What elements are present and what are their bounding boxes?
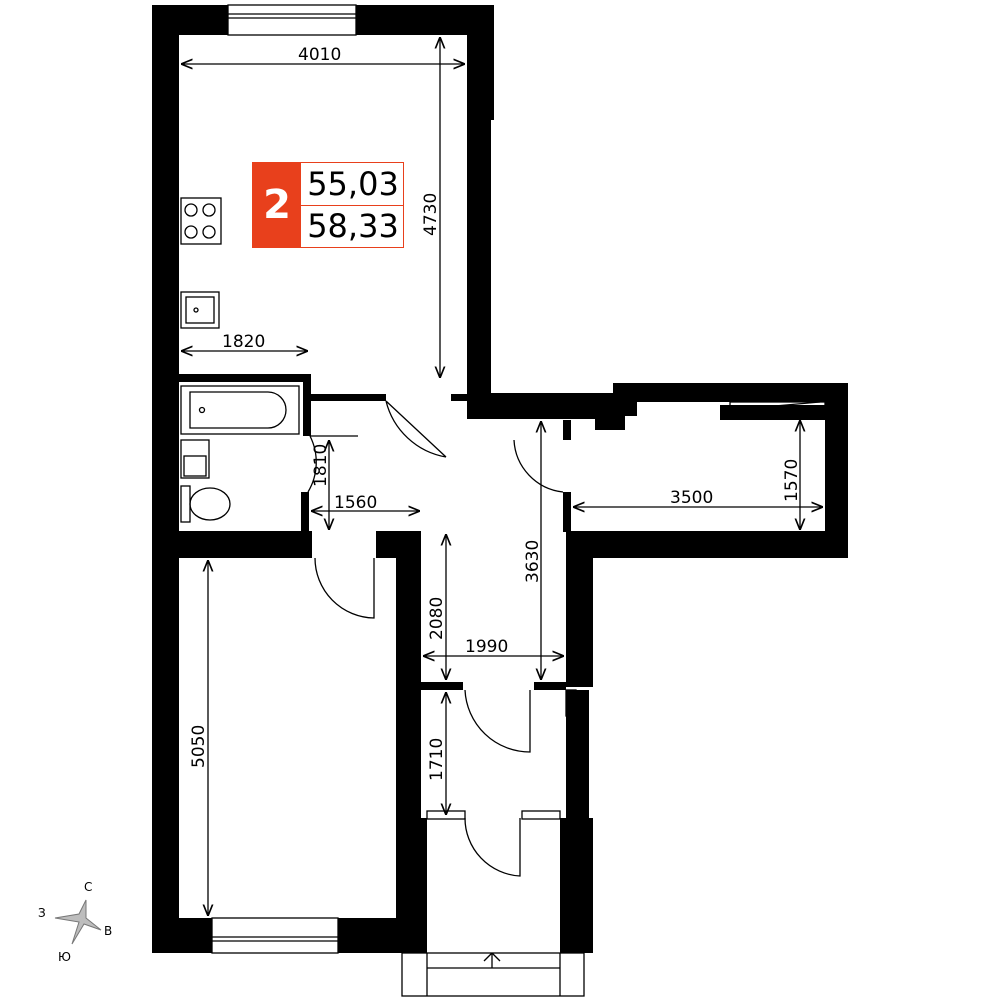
compass-star-icon bbox=[54, 899, 102, 945]
compass-east: В bbox=[104, 924, 112, 938]
dimensions: 4010 4730 1820 1810 1560 3500 1570 3630 … bbox=[181, 37, 823, 916]
window-top bbox=[227, 4, 357, 36]
door-bathroom bbox=[307, 435, 317, 493]
total-area: 58,33 bbox=[307, 207, 399, 245]
wall-entry-right bbox=[560, 818, 593, 953]
door-hall bbox=[464, 689, 531, 753]
wall-bath-bottom bbox=[152, 531, 312, 558]
dim-4010: 4010 bbox=[298, 45, 341, 65]
dim-3500: 3500 bbox=[670, 488, 713, 508]
dim-1560: 1560 bbox=[334, 493, 377, 513]
bath-sink bbox=[180, 439, 210, 479]
wall-bottom-right bbox=[338, 918, 398, 953]
wall-entry-left bbox=[396, 818, 427, 953]
stove bbox=[180, 197, 222, 245]
living-area: 55,03 bbox=[307, 165, 399, 203]
compass-south: Ю bbox=[58, 950, 71, 964]
wall-right-room-left bbox=[563, 492, 571, 532]
dim-2080: 2080 bbox=[427, 597, 447, 640]
fixtures bbox=[180, 197, 300, 523]
dim-1570: 1570 bbox=[782, 459, 802, 502]
wall-corridor-right bbox=[566, 531, 593, 687]
wall-step-right bbox=[613, 383, 830, 402]
compass-north: С bbox=[84, 880, 92, 894]
dim-1710: 1710 bbox=[427, 738, 447, 781]
wall-bath-right bbox=[303, 374, 311, 436]
window-right bbox=[729, 401, 826, 411]
doors bbox=[307, 400, 564, 877]
dim-3630: 3630 bbox=[523, 540, 543, 583]
wall-door-stub1 bbox=[421, 682, 463, 690]
wall-right-mid bbox=[467, 120, 491, 395]
wall-divider-top bbox=[376, 531, 421, 558]
wall-partition-corridor bbox=[451, 394, 467, 401]
badge-divider bbox=[301, 205, 403, 206]
wall-divider bbox=[396, 531, 421, 821]
dim-5050: 5050 bbox=[189, 725, 209, 768]
wall-bath-top bbox=[179, 374, 310, 382]
area-badge: 2 55,03 58,33 bbox=[252, 162, 404, 248]
wall-right-room-bottom bbox=[566, 531, 848, 558]
balcony bbox=[401, 952, 585, 997]
windows bbox=[160, 4, 826, 997]
compass-west: З bbox=[38, 906, 46, 920]
wall-left-outer bbox=[152, 5, 179, 953]
door-bedroom bbox=[314, 557, 375, 619]
wall-top-left bbox=[152, 5, 228, 35]
door-corridor-right bbox=[513, 439, 564, 493]
dim-1990: 1990 bbox=[465, 637, 508, 657]
dim-1810: 1810 bbox=[311, 444, 331, 487]
bathtub bbox=[180, 385, 300, 435]
wall-bottom-left bbox=[152, 918, 212, 953]
kitchen-sink bbox=[180, 291, 220, 329]
wall-right-outer bbox=[825, 383, 848, 558]
wall-step bbox=[467, 393, 613, 419]
toilet bbox=[180, 485, 191, 523]
wall-bump2 bbox=[612, 402, 637, 416]
walls bbox=[152, 5, 848, 953]
compass: С З В Ю bbox=[38, 880, 112, 964]
wall-door-stub2 bbox=[534, 682, 566, 690]
room-count: 2 bbox=[253, 163, 301, 247]
dim-1820: 1820 bbox=[222, 332, 265, 352]
wall-partition-kitchen bbox=[310, 394, 386, 401]
wall-right-upper bbox=[467, 5, 494, 120]
wall-right-room-top bbox=[720, 405, 848, 420]
door-kitchen bbox=[385, 400, 447, 458]
wall-corridor-right-low bbox=[566, 690, 589, 818]
wall-bath-right-low bbox=[301, 492, 309, 532]
door-entry bbox=[464, 817, 521, 877]
wall-door-stub3 bbox=[563, 420, 571, 440]
dim-4730: 4730 bbox=[421, 193, 441, 236]
window-bottom bbox=[211, 917, 339, 954]
